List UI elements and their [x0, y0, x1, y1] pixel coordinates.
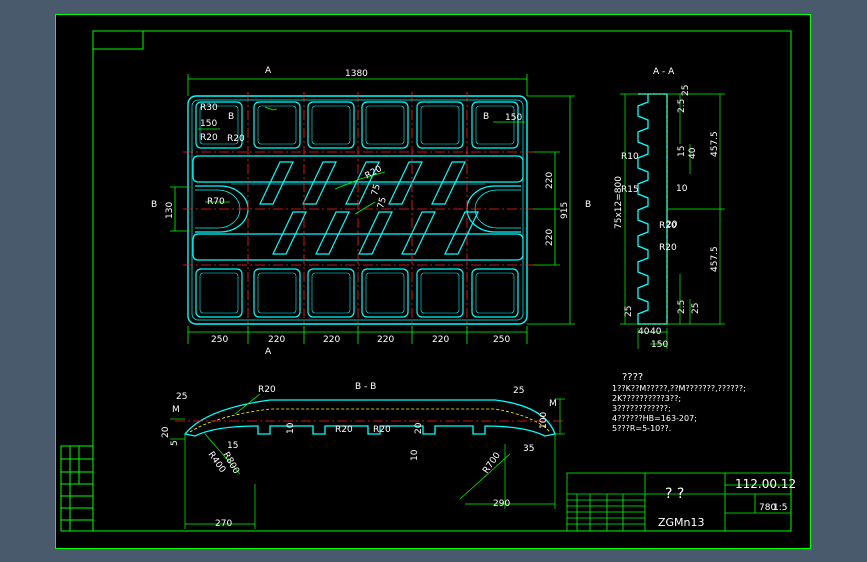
bb-dim-5: 5 — [170, 440, 180, 446]
marker-b2: B — [483, 112, 489, 122]
section-bb-profile — [183, 399, 556, 437]
label-r30: R30 — [200, 103, 218, 113]
section-aa-profile — [637, 93, 668, 325]
drawing-number: 112.00.12 — [735, 477, 796, 491]
bb-dim-25b: 25 — [513, 386, 524, 396]
bb-dim-20b: 20 — [414, 422, 424, 434]
dim-915: 915 — [560, 202, 570, 219]
bb-dim-100: 100 — [539, 412, 549, 429]
bb-dim-15: 15 — [227, 441, 238, 451]
section-aa: A - A 25 2.5 15 40 457.5 10 20 457.5 2.5… — [614, 67, 725, 350]
aa-dim-150: 150 — [651, 340, 668, 350]
plan-view: 1380 A A B B B B R30 150 150 R20 R20 R70… — [151, 66, 591, 357]
dim-1380: 1380 — [345, 69, 368, 79]
bb-dim-35: 35 — [523, 444, 534, 454]
aa-dim-2-5a: 2.5 — [677, 99, 687, 113]
section-aa-title: A - A — [653, 67, 675, 77]
dim-bottom-6: 250 — [493, 335, 510, 345]
dim-bottom-5: 220 — [432, 335, 449, 345]
outer-frame — [55, 14, 811, 549]
section-bb: B - B 25 20 5 15 10 20 10 25 100 35 270 … — [161, 382, 565, 529]
middle-ribs — [192, 155, 524, 261]
aa-r10: R10 — [621, 152, 639, 162]
aa-dim-40a: 40 — [638, 327, 650, 337]
bb-marker-m2: M — [549, 399, 557, 409]
dim-bottom-3: 220 — [323, 335, 340, 345]
part-name: ? ? — [665, 486, 684, 502]
corner-box — [92, 30, 144, 50]
dim-130: 130 — [165, 202, 175, 219]
dim-right-2: 220 — [545, 229, 555, 246]
aa-dim-457-5a: 457.5 — [710, 131, 720, 157]
section-bb-title: B - B — [355, 382, 376, 392]
bb-r20a: R20 — [258, 385, 276, 395]
section-b-left: B — [151, 200, 157, 210]
section-b-right: B — [585, 200, 591, 210]
label-r70: R70 — [207, 197, 225, 207]
aa-dim-25c: 25 — [624, 306, 634, 317]
dim-right-1: 220 — [545, 172, 555, 189]
marker-b1: B — [228, 112, 234, 122]
section-a-bottom: A — [265, 347, 272, 357]
bb-r20b: R20 — [335, 425, 353, 435]
center-lines — [183, 92, 533, 328]
note-line-5: 5???R=5-10??. — [612, 424, 671, 433]
bb-r20c: R20 — [373, 425, 391, 435]
bb-dim-25a: 25 — [176, 392, 187, 402]
side-strip — [60, 445, 94, 532]
section-bb-dim-lines — [170, 393, 565, 529]
dim-bottom-2: 220 — [268, 335, 285, 345]
aa-r15: R15 — [621, 185, 639, 195]
dim-bottom-4: 220 — [377, 335, 394, 345]
aa-dim-2-5b: 2.5 — [677, 300, 687, 314]
aa-dim-25a: 25 — [681, 85, 691, 96]
bottom-dims: 250 220 220 220 220 250 — [211, 335, 510, 345]
aa-r20b: R20 — [659, 243, 677, 253]
cad-drawing: 1380 A A B B B B R30 150 150 R20 R20 R70… — [55, 14, 811, 549]
top-pockets — [195, 101, 519, 149]
section-aa-dim-lines — [620, 93, 725, 349]
bb-dim-10b: 10 — [410, 449, 420, 461]
drawing-sheet: 1380 A A B B B B R30 150 150 R20 R20 R70… — [55, 14, 811, 549]
weight: 780 — [759, 503, 776, 513]
title-block: 112.00.12 ? ? ZGMn13 780 1:5 — [566, 472, 796, 532]
label-150-left: 150 — [200, 119, 217, 129]
label-r20b: R20 — [227, 134, 245, 144]
aa-dim-25b: 25 — [691, 303, 701, 314]
inner-frame — [92, 30, 792, 532]
note-line-1: 1??K??M?????,??M???????,??????; — [612, 384, 746, 393]
label-r20c: R20 — [364, 164, 385, 182]
note-line-2: 2K??????????3??; — [612, 394, 681, 403]
aa-dim-20: 20 — [666, 220, 678, 230]
aa-dim-40b: 40 — [650, 327, 662, 337]
plan-dimension-lines — [170, 74, 575, 344]
dim-bottom-1: 250 — [211, 335, 228, 345]
technical-notes: ???? 1??K??M?????,??M???????,??????; 2K?… — [612, 372, 746, 433]
note-line-3: 3????????????; — [612, 404, 671, 413]
label-150-right: 150 — [505, 113, 522, 123]
bottom-pockets — [195, 268, 519, 318]
scale: 1:5 — [773, 503, 787, 513]
plate-outline — [187, 95, 528, 325]
notes-heading: ???? — [622, 372, 643, 383]
note-line-4: 4??????HB=163-207; — [612, 414, 697, 423]
bb-dim-270: 270 — [215, 519, 232, 529]
label-75b: 75 — [370, 183, 383, 197]
aa-r20a: R20 — [659, 221, 677, 231]
bb-dim-20: 20 — [161, 426, 171, 438]
bb-dim-290: 290 — [493, 499, 510, 509]
aa-dim-10: 10 — [676, 184, 688, 194]
label-75a: 75 — [376, 196, 389, 210]
bb-marker-m1: M — [172, 405, 180, 415]
aa-dim-40: 40 — [688, 147, 698, 159]
section-a-top: A — [265, 66, 272, 76]
label-r20a: R20 — [200, 133, 218, 143]
aa-dim-457-5b: 457.5 — [710, 246, 720, 272]
material: ZGMn13 — [658, 516, 705, 529]
bb-dim-10a: 10 — [286, 422, 296, 434]
aa-pitch: 75x12=800 — [614, 176, 624, 229]
aa-dim-15: 15 — [677, 146, 687, 157]
